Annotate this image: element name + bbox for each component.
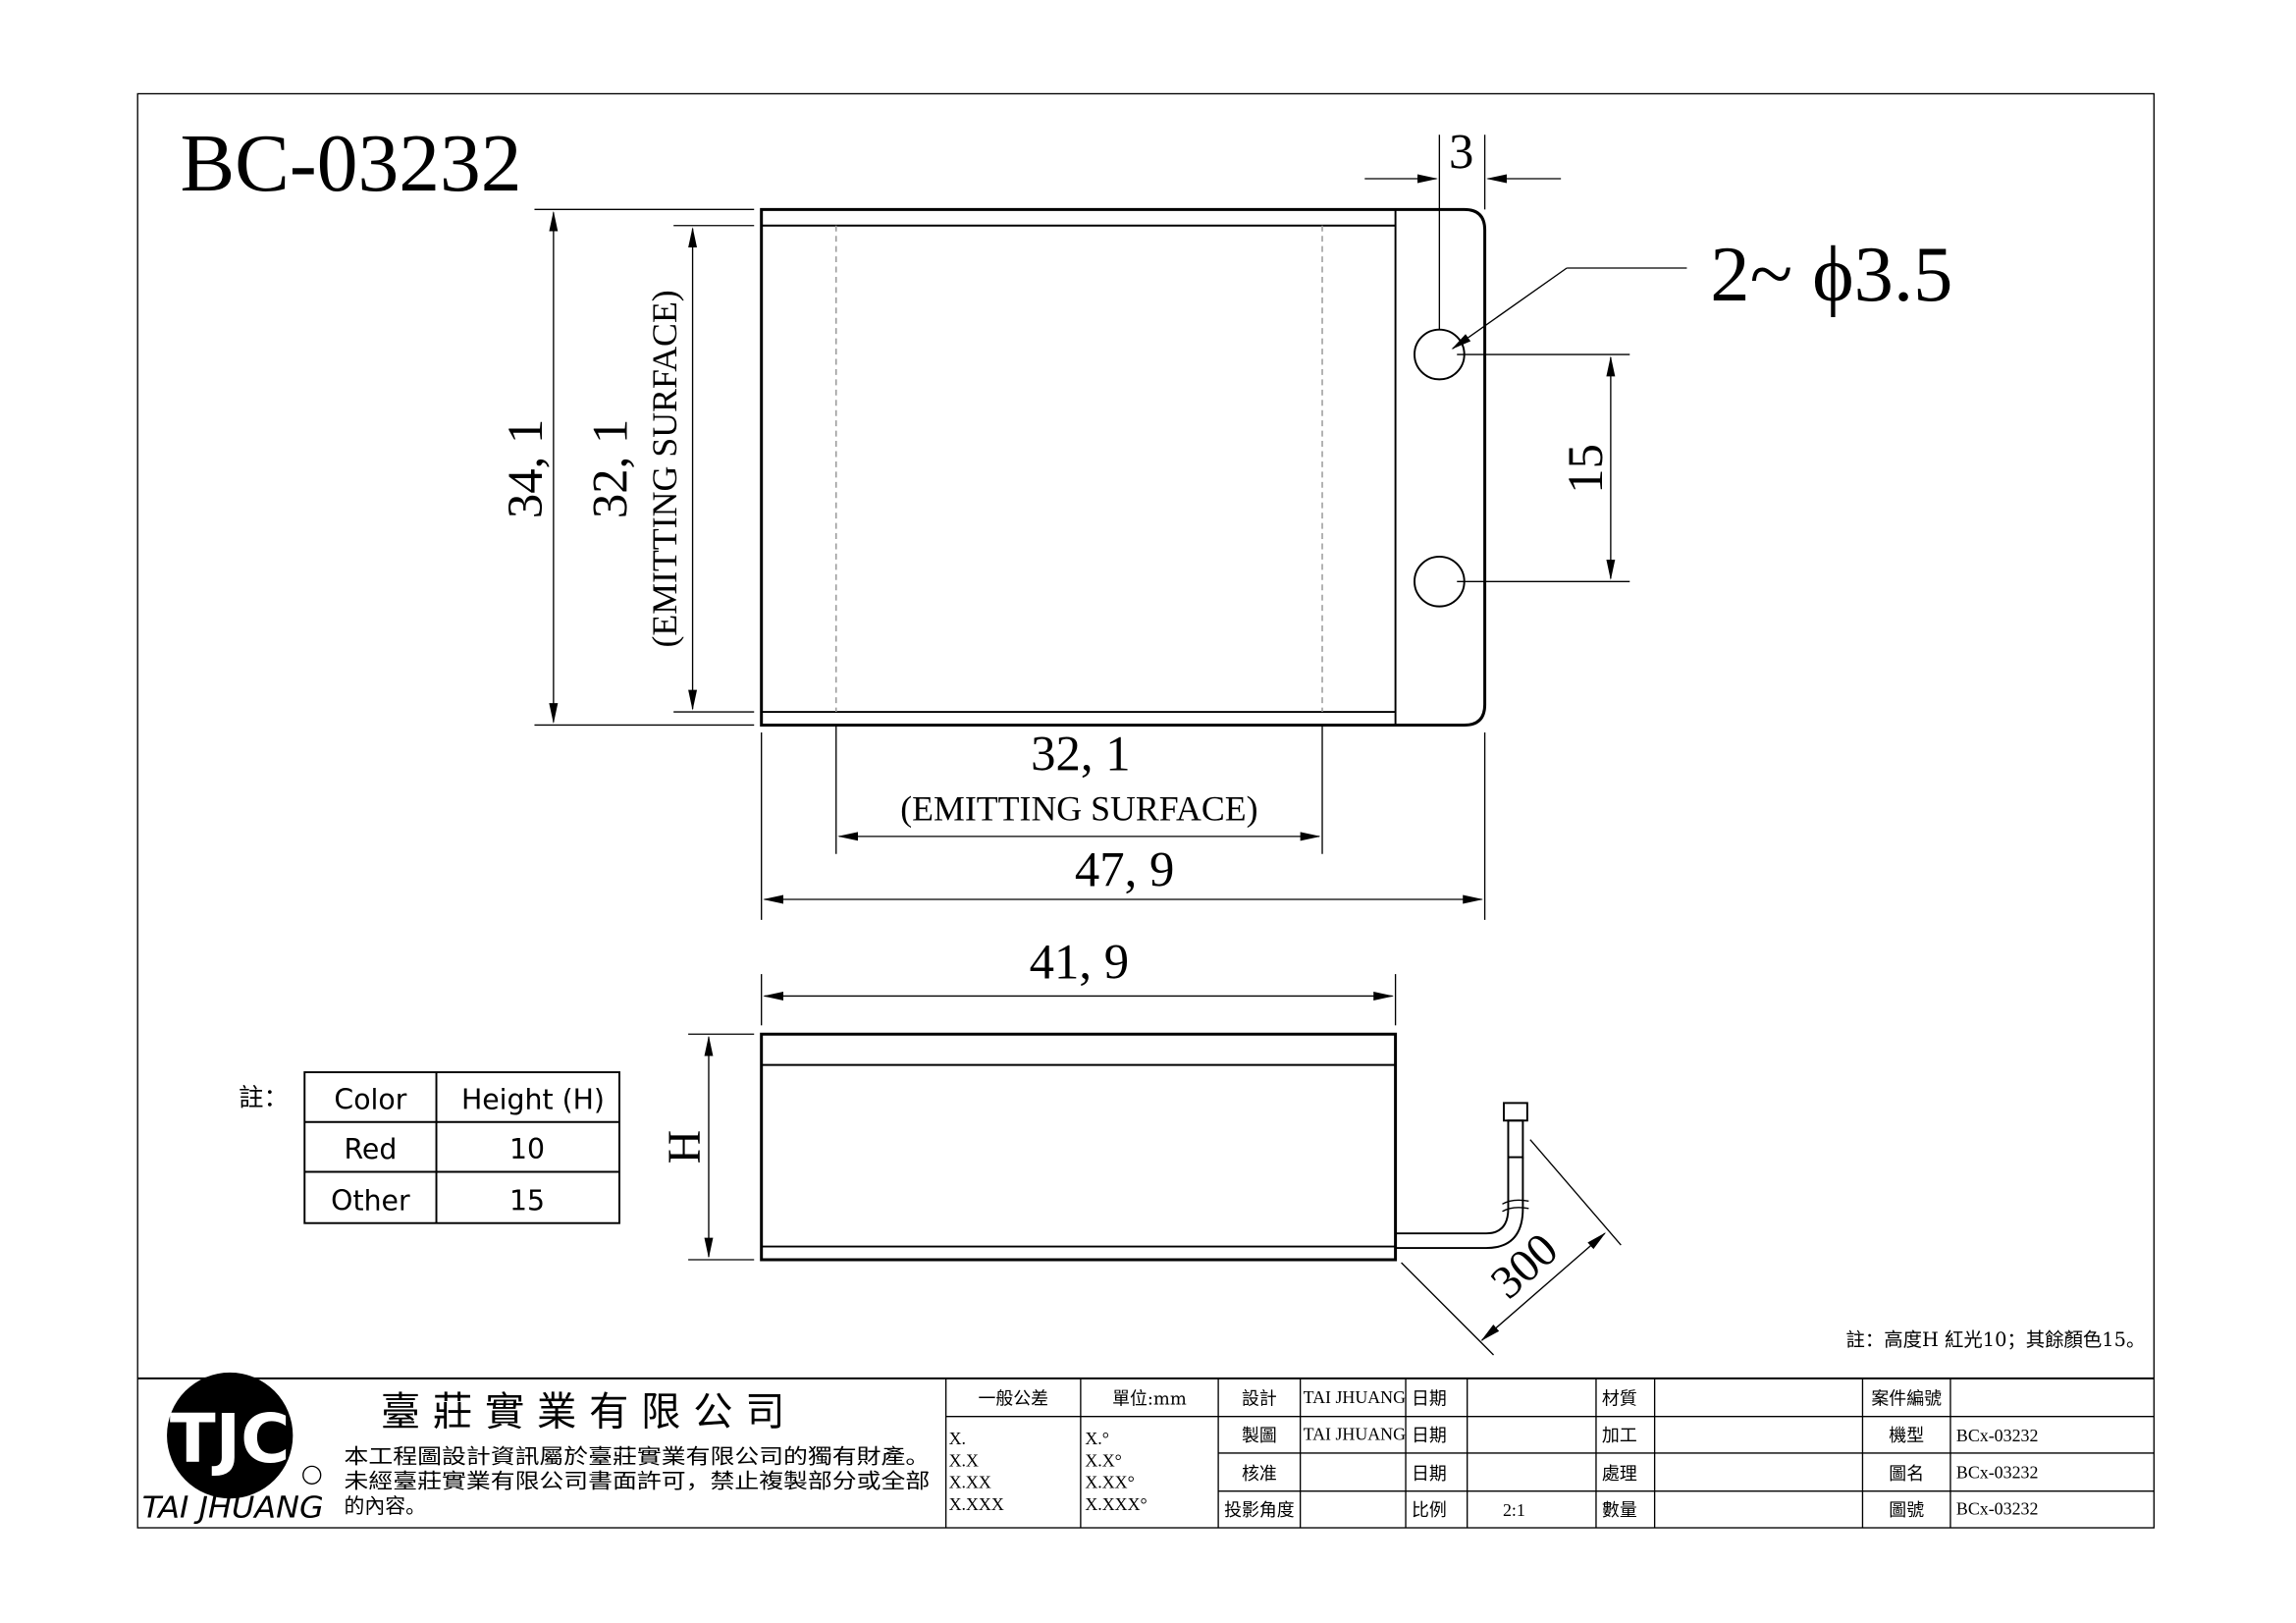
label: 單位:mm [1112,1389,1187,1410]
label: X.XXX° [1085,1494,1147,1514]
dim-emitting-width: 32, 1 (EMITTING SURFACE) [835,725,1323,854]
dim-height-total: 34, 1 [498,208,755,727]
label: BCx-03232 [1956,1499,2038,1519]
label: 3 [1449,125,1473,180]
label: Color [334,1083,406,1115]
label: 47, 9 [1075,842,1174,897]
label: (EMITTING SURFACE) [645,290,684,647]
label: 投影角度 [1224,1500,1295,1521]
label: 2~ ϕ3.5 [1710,231,1952,318]
mounting-hole [1414,555,1466,608]
label: 比例 [1412,1500,1447,1521]
label: X.X [949,1450,979,1470]
dim-emitting-height: 32, 1 (EMITTING SURFACE) [582,225,755,713]
dim-height-h: H [659,1033,755,1261]
note-prefix: 註： [239,1082,289,1111]
label: 本工程圖設計資訊屬於臺莊實業有限公司的獨有財產。 [345,1444,931,1468]
company-logo: TJC TAI JHUANG [142,1372,324,1526]
label: Red [344,1133,397,1165]
label: 處理 [1602,1464,1637,1485]
top-view [760,207,1487,727]
label: 的內容。 [345,1494,426,1518]
label: H [659,1130,711,1163]
label: Height (H) [461,1083,605,1115]
label: TAI JHUANG [142,1491,324,1526]
holes-callout: 2~ ϕ3.5 [1451,231,1952,350]
label: 案件編號 [1871,1389,1942,1410]
label: 15 [1558,444,1613,494]
label: 設計 [1242,1389,1277,1410]
label: 34, 1 [498,419,553,518]
side-view [760,1032,1529,1262]
label: 材質 [1602,1389,1637,1410]
label: X. [949,1429,966,1448]
dim-hole-offset: 3 [1364,125,1562,330]
svg-text:TJC: TJC [170,1400,291,1479]
label: 300 [1481,1223,1569,1309]
label: BCx-03232 [1956,1426,2038,1445]
label: X.XX° [1085,1473,1134,1492]
label: 10 [509,1133,545,1165]
label: TAI JHUANG [1304,1387,1406,1407]
dim-side-length: 41, 9 [761,935,1397,1026]
label: 日期 [1412,1389,1447,1410]
label: 日期 [1412,1464,1447,1485]
label: X.X° [1085,1450,1121,1470]
label: X.° [1085,1429,1109,1448]
label: 製圖 [1242,1426,1277,1446]
dim-hole-pitch: 15 [1457,353,1630,582]
mounting-hole [1414,328,1466,381]
label: 2:1 [1503,1500,1525,1520]
dim-width-total: 47, 9 [761,731,1486,920]
label: 數量 [1602,1500,1637,1521]
label: X.XXX [949,1494,1004,1514]
label: 加工 [1602,1426,1637,1446]
label: 核准 [1242,1464,1277,1485]
label: BCx-03232 [1956,1462,2038,1482]
connector [1503,1102,1528,1122]
label: 圖號 [1889,1500,1924,1521]
footnote: 註：高度H 紅光10；其餘顏色15。 [1845,1328,2145,1351]
label: 未經臺莊實業有限公司書面許可，禁止複製部分或全部 [345,1470,931,1493]
label: 41, 9 [1030,935,1129,990]
label: 日期 [1412,1426,1447,1446]
drawing-border [136,92,2155,1529]
label: 機型 [1889,1426,1924,1446]
title-block: TJC TAI JHUANG 臺 莊 實 業 有 限 公 司 本工程圖設計資訊屬… [137,1372,2155,1529]
company-name: 臺 莊 實 業 有 限 公 司 [381,1390,785,1435]
label: 32, 1 [582,419,637,518]
label: 圖名 [1889,1464,1924,1485]
part-number-title: BC-03232 [180,119,521,209]
label: Other [331,1184,410,1217]
label: 一般公差 [978,1389,1048,1410]
label: 32, 1 [1031,727,1130,782]
label: (EMITTING SURFACE) [900,788,1257,828]
label: 15 [509,1184,545,1217]
label: TAI JHUANG [1304,1425,1406,1444]
height-table: Color Height (H) Red 10 Other 15 [303,1071,620,1224]
label: X.XX [949,1473,991,1492]
